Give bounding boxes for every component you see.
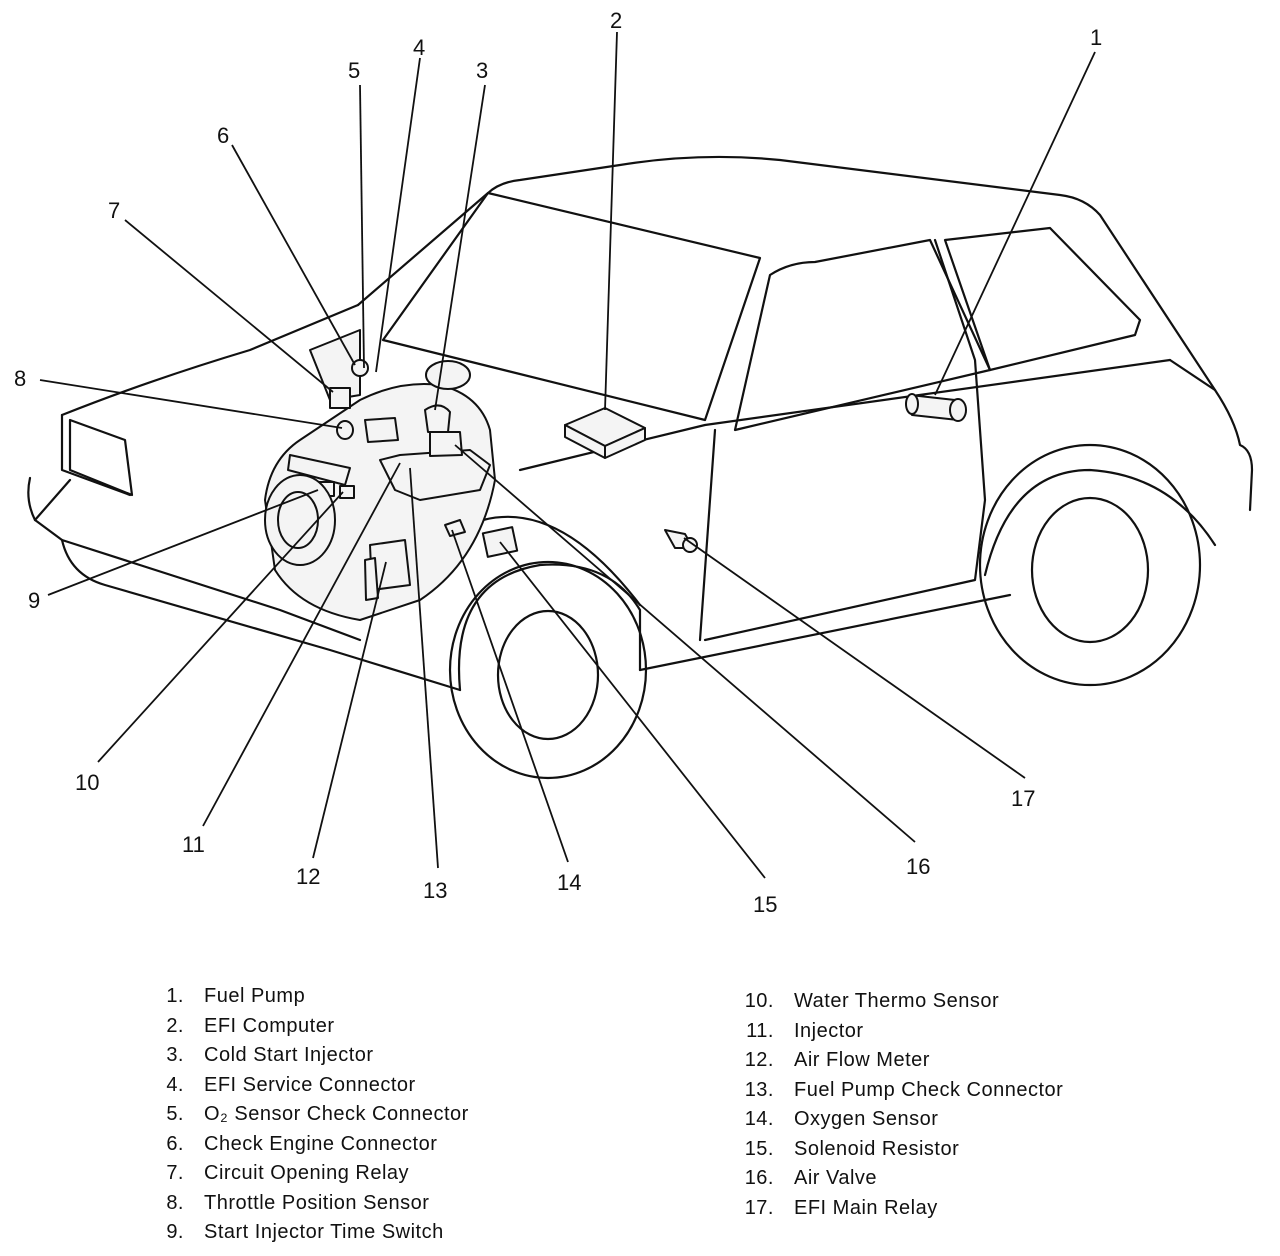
leader-1	[934, 51, 1096, 396]
leader-13	[409, 467, 439, 869]
callout-2: 2	[610, 8, 622, 33]
callout-1: 1	[1090, 25, 1102, 50]
legend-item: 5. O₂ Sensor Check Connector	[140, 1100, 469, 1130]
callout-4: 4	[413, 35, 425, 60]
callout-11: 11	[182, 832, 205, 857]
leader-6	[231, 144, 356, 366]
legend-number: 8.	[166, 1191, 184, 1214]
legend-item: 1. Fuel Pump	[140, 982, 469, 1012]
leader-3	[434, 84, 486, 411]
callout-15: 15	[753, 892, 777, 917]
legend-label: Throttle Position Sensor	[204, 1191, 430, 1214]
legend-item: 12. Air Flow Meter	[730, 1046, 1063, 1076]
leader-4	[375, 57, 421, 373]
leader-11	[202, 462, 401, 827]
leader-14	[451, 529, 569, 863]
legend-number: 3.	[166, 1044, 184, 1067]
legend-left-column: 1. Fuel Pump 2. EFI Computer 3. Cold Start …	[140, 982, 469, 1248]
legend-label: Water Thermo Sensor	[794, 990, 1000, 1013]
legend-label: Air Valve	[794, 1167, 878, 1190]
callout-13: 13	[423, 878, 447, 903]
legend-label: EFI Main Relay	[794, 1196, 938, 1219]
callout-7: 7	[108, 198, 120, 223]
legend-item: 8. Throttle Position Sensor	[140, 1189, 469, 1219]
legend-number: 5.	[166, 1103, 184, 1126]
legend-label: Circuit Opening Relay	[204, 1162, 410, 1185]
callout-numbers: 1 2 3 4 5 6 7 8 9 10 11 12 13 14 15 16 1…	[14, 8, 1102, 917]
legend-item: 13. Fuel Pump Check Connector	[730, 1076, 1063, 1106]
legend-number: 11.	[746, 1019, 774, 1042]
callout-9: 9	[28, 588, 40, 613]
legend-right-column: 10. Water Thermo Sensor 11. Injector 12. Ai…	[730, 987, 1063, 1223]
legend-number: 10.	[744, 990, 774, 1013]
legend-item: 6. Check Engine Connector	[140, 1130, 469, 1160]
fuel-pump-shape	[905, 393, 967, 422]
legend-label: Fuel Pump	[204, 985, 306, 1008]
leader-9	[47, 489, 319, 596]
car-component-diagram: 1 2 3 4 5 6 7 8 9 10 11 12 13 14 15 16 1…	[14, 8, 1254, 917]
legend-label: Air Flow Meter	[794, 1049, 930, 1072]
leader-5	[359, 84, 365, 369]
engine-bay	[264, 329, 519, 621]
legend-number: 2.	[166, 1014, 184, 1037]
legend-number: 13.	[744, 1078, 774, 1101]
legend-label: Check Engine Connector	[204, 1132, 438, 1155]
legend-number: 4.	[166, 1073, 184, 1096]
legend-item: 11. Injector	[730, 1017, 1063, 1047]
efi-computer-box	[564, 407, 646, 459]
legend-item: 4. EFI Service Connector	[140, 1071, 469, 1101]
legend-number: 17.	[744, 1196, 774, 1219]
legend-label: O₂ Sensor Check Connector	[204, 1103, 469, 1126]
callout-16: 16	[906, 854, 930, 879]
legend-label: EFI Computer	[204, 1014, 335, 1037]
legend-item: 15. Solenoid Resistor	[730, 1135, 1063, 1165]
leader-2	[604, 31, 618, 411]
legend-item: 17. EFI Main Relay	[730, 1194, 1063, 1224]
legend-item: 16. Air Valve	[730, 1164, 1063, 1194]
legend-label: Solenoid Resistor	[794, 1137, 960, 1160]
legend-item: 2. EFI Computer	[140, 1012, 469, 1042]
leader-16	[454, 444, 916, 843]
legend-number: 12.	[744, 1049, 774, 1072]
legend-number: 9.	[166, 1221, 184, 1244]
legend-number: 14.	[744, 1108, 774, 1131]
leader-15	[499, 541, 766, 879]
main-relay-shape	[664, 529, 698, 553]
car-outline	[27, 155, 1254, 780]
legend-number: 16.	[744, 1167, 774, 1190]
legend-number: 7.	[166, 1162, 184, 1185]
leader-7	[124, 219, 334, 393]
callout-14: 14	[557, 870, 581, 895]
legend-item: 7. Circuit Opening Relay	[140, 1159, 469, 1189]
leader-8	[39, 379, 343, 429]
leader-12	[312, 561, 387, 859]
legend-label: Start Injector Time Switch	[204, 1221, 444, 1244]
legend-item: 10. Water Thermo Sensor	[730, 987, 1063, 1017]
callout-6: 6	[217, 123, 229, 148]
callout-17: 17	[1011, 786, 1035, 811]
leader-17	[683, 537, 1026, 779]
legend-number: 1.	[166, 985, 184, 1008]
legend-number: 6.	[166, 1132, 184, 1155]
legend-item: 14. Oxygen Sensor	[730, 1105, 1063, 1135]
legend-item: 3. Cold Start Injector	[140, 1041, 469, 1071]
legend-item: 9. Start Injector Time Switch	[140, 1218, 469, 1248]
leader-10	[97, 491, 344, 763]
legend-label: Fuel Pump Check Connector	[794, 1078, 1064, 1101]
legend-label: Injector	[794, 1019, 864, 1042]
leader-lines	[39, 31, 1096, 879]
callout-10: 10	[75, 770, 99, 795]
callout-8: 8	[14, 366, 26, 391]
legend-label: EFI Service Connector	[204, 1073, 416, 1096]
callout-12: 12	[296, 864, 320, 889]
callout-5: 5	[348, 58, 360, 83]
legend-label: Oxygen Sensor	[794, 1108, 939, 1131]
callout-3: 3	[476, 58, 488, 83]
legend-number: 15.	[744, 1137, 774, 1160]
legend-label: Cold Start Injector	[204, 1044, 374, 1067]
